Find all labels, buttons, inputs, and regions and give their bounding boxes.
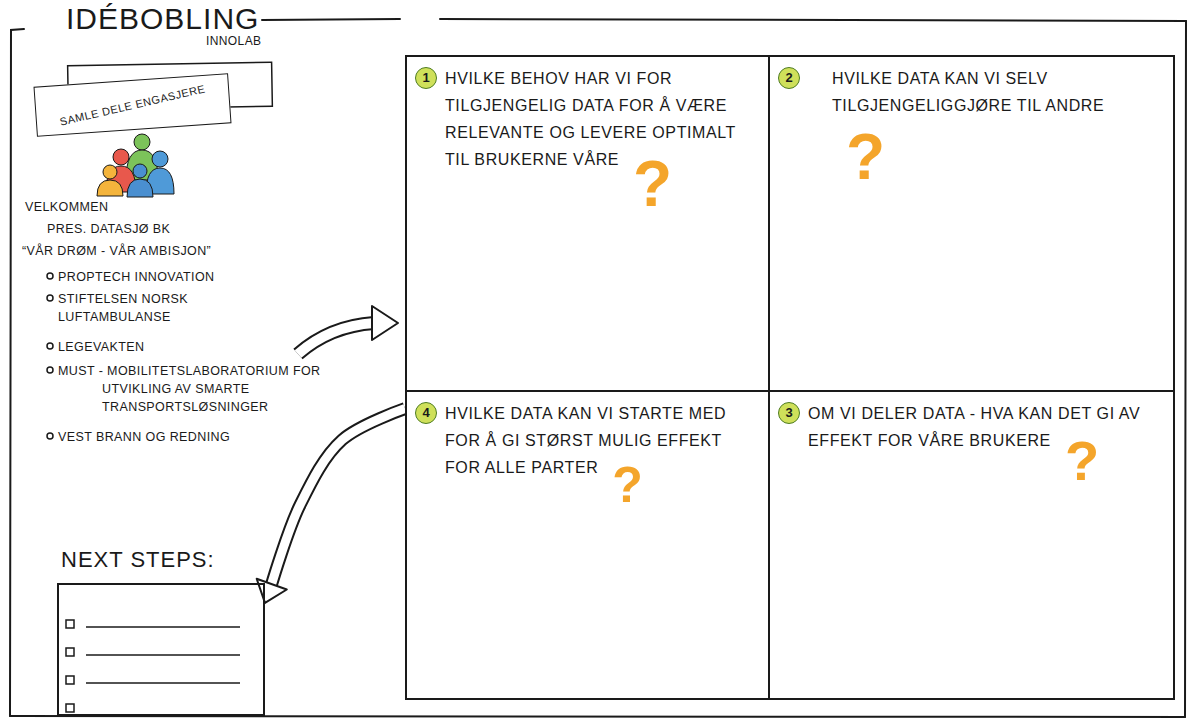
- step-number: 3: [778, 402, 800, 424]
- list-item: PROPTECH INNOVATION: [58, 268, 214, 286]
- flow-arrow: [257, 409, 405, 603]
- step-number: 4: [415, 402, 437, 424]
- question-mark: ?: [612, 460, 643, 510]
- question-box: OM VI DELER DATA - HVA KAN DET GI AV EFF…: [768, 390, 1175, 700]
- list-heading: VELKOMMEN: [25, 198, 108, 216]
- checkbox-list: [66, 620, 240, 712]
- question-box: HVILKE DATA KAN VI SELV TILGJENGELIGGJØR…: [768, 55, 1175, 392]
- question-text: HVILKE BEHOV HAR VI FOR TILGJENGELIG DAT…: [445, 70, 736, 168]
- question-mark: ?: [1065, 433, 1099, 489]
- question-mark: ?: [633, 152, 672, 216]
- arrow-fill: [271, 409, 405, 586]
- list-item: LEGEVAKTEN: [58, 338, 144, 356]
- page-title: IDÉBOBLING: [66, 2, 259, 36]
- arrow-outline: [271, 409, 405, 586]
- question-text: HVILKE DATA KAN VI SELV TILGJENGELIGGJØR…: [832, 70, 1104, 114]
- next-steps-box: NEXT STEPS:: [57, 583, 265, 716]
- bullet-dot: [47, 273, 53, 439]
- question-text: HVILKE DATA KAN VI STARTE MED FOR Å GI S…: [445, 405, 726, 476]
- big-arrow: [298, 306, 398, 354]
- brand-label: INNOLAB: [206, 32, 261, 50]
- step-number: 1: [415, 67, 437, 89]
- card-box: SAMLE DELE ENGASJERE: [33, 73, 231, 136]
- list-heading: “VÅR DRØM - VÅR AMBISJON”: [22, 242, 211, 260]
- question-box: HVILKE BEHOV HAR VI FOR TILGJENGELIG DAT…: [405, 55, 770, 392]
- question-box: HVILKE DATA KAN VI STARTE MED FOR Å GI S…: [405, 390, 770, 700]
- list-item: MUST - MOBILITETSLABORATORIUM FOR UTVIKL…: [58, 362, 358, 416]
- section-heading: NEXT STEPS:: [61, 547, 215, 573]
- list-item: VEST BRANN OG REDNING: [58, 428, 230, 446]
- step-number: 2: [778, 67, 800, 89]
- list-item: STIFTELSEN NORSK LUFTAMBULANSE: [58, 290, 228, 326]
- people-figure: [97, 134, 174, 197]
- question-mark: ?: [846, 125, 885, 189]
- frame-border: [10, 19, 1186, 717]
- list-heading: PRES. DATASJØ BK: [47, 220, 170, 238]
- card-text: SAMLE DELE ENGASJERE: [59, 82, 207, 127]
